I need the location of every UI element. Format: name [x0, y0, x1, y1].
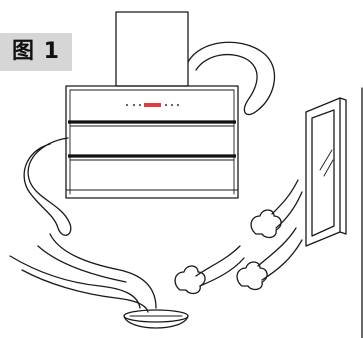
range-hood-icon [66, 86, 238, 198]
bowl-icon [124, 310, 188, 328]
control-panel [126, 103, 179, 107]
window-icon [306, 88, 362, 338]
smoke-swirl-left [24, 138, 71, 235]
rising-smoke [10, 234, 156, 312]
chimney [116, 12, 188, 86]
display-screen [144, 103, 161, 107]
exhaust-duct [188, 42, 274, 114]
